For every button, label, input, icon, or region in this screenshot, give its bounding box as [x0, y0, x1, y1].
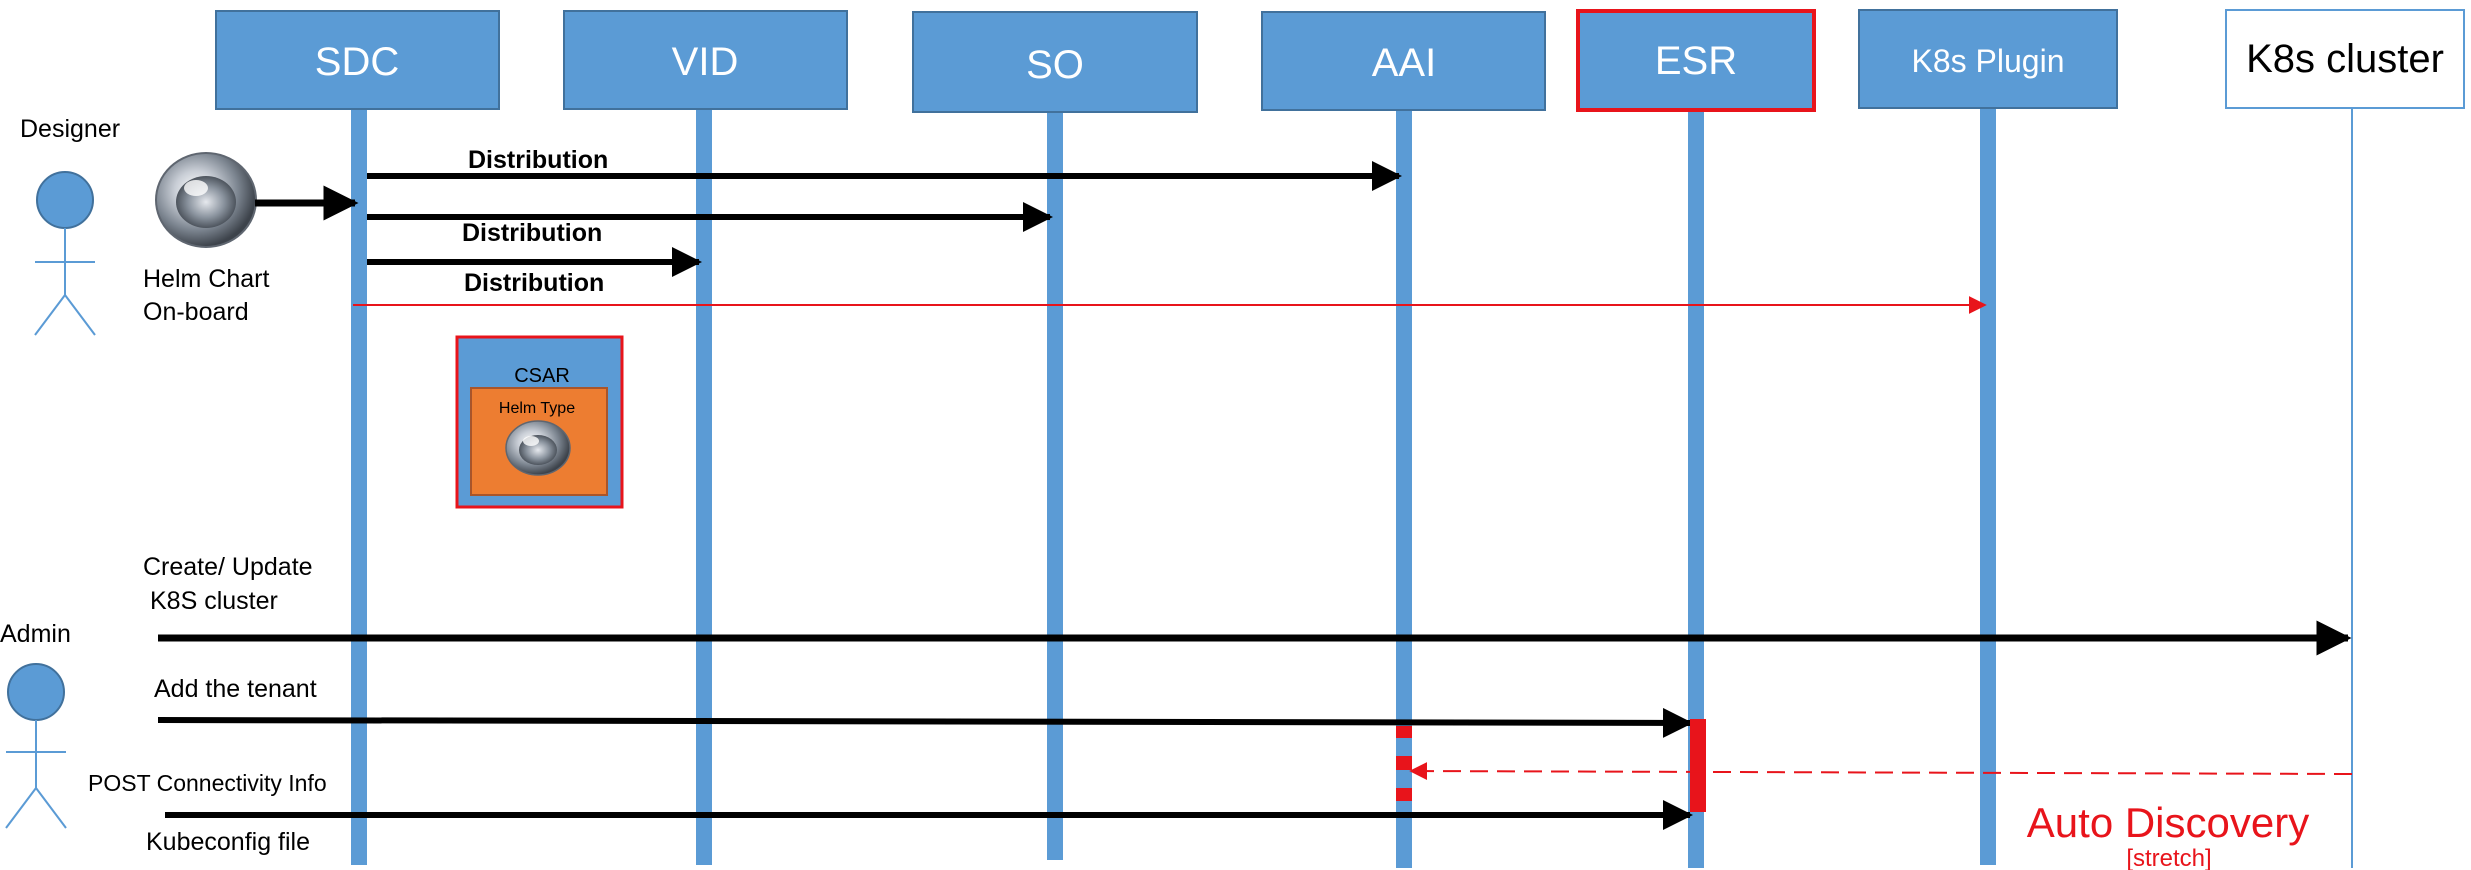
distribution-label-vid: Distribution — [462, 219, 602, 247]
auto-discovery-title: Auto Discovery — [2027, 799, 2309, 846]
participant-sdc: SDC — [215, 10, 500, 110]
admin-label: Admin — [0, 620, 71, 648]
participant-so-label: SO — [1026, 43, 1084, 87]
add-tenant-label: Add the tenant — [154, 675, 317, 703]
helm-chart-label-line2: On-board — [143, 298, 249, 326]
participant-aai: AAI — [1261, 11, 1546, 111]
distribution-label-aai: Distribution — [468, 146, 608, 174]
lifeline-esr — [1688, 108, 1704, 868]
participant-sdc-label: SDC — [315, 40, 399, 84]
add-tenant-arrow — [157, 707, 1693, 738]
helm-chart-disc-icon — [155, 152, 257, 248]
aai-activation-mark-2 — [1396, 756, 1412, 770]
lifeline-so — [1047, 108, 1063, 860]
lifeline-vid — [696, 108, 712, 865]
lifeline-sdc — [351, 108, 367, 865]
create-update-label-line1: Create/ Update — [143, 553, 313, 581]
csar-package: CSAR Helm Type — [455, 335, 624, 509]
lifeline-k8s-plugin — [1980, 108, 1996, 865]
create-update-label-line2: K8S cluster — [150, 587, 278, 615]
aai-activation-mark-3 — [1396, 788, 1412, 801]
participant-vid-label: VID — [672, 40, 739, 84]
helm-type-disc-icon — [505, 420, 571, 476]
esr-activation-bar — [1690, 719, 1706, 812]
participant-aai-label: AAI — [1372, 41, 1436, 85]
helm-chart-label-line1: Helm Chart — [143, 265, 269, 293]
post-connectivity-label: POST Connectivity Info — [88, 770, 327, 796]
kubeconfig-label: Kubeconfig file — [146, 828, 310, 856]
admin-actor-icon — [5, 663, 67, 829]
participant-esr: ESR — [1576, 9, 1816, 112]
auto-discovery-subtitle: [stretch] — [2126, 845, 2211, 870]
participant-vid: VID — [563, 10, 848, 110]
participant-k8s-plugin-label: K8s Plugin — [1912, 43, 2065, 79]
csar-title: CSAR — [514, 365, 570, 387]
distribution-label-k8s-plugin: Distribution — [464, 269, 604, 297]
auto-discovery-arrow — [1409, 762, 2353, 781]
participant-k8s-cluster: K8s cluster — [2225, 9, 2465, 109]
participant-k8s-plugin: K8s Plugin — [1858, 9, 2118, 109]
csar-inner-label: Helm Type — [499, 400, 575, 417]
designer-actor-icon — [34, 171, 96, 336]
participant-k8s-cluster-label: K8s cluster — [2246, 37, 2444, 81]
lifeline-aai — [1396, 108, 1412, 868]
designer-label: Designer — [20, 115, 120, 143]
aai-activation-mark-1 — [1396, 726, 1412, 738]
participant-esr-label: ESR — [1655, 39, 1737, 83]
participant-so: SO — [912, 11, 1198, 113]
